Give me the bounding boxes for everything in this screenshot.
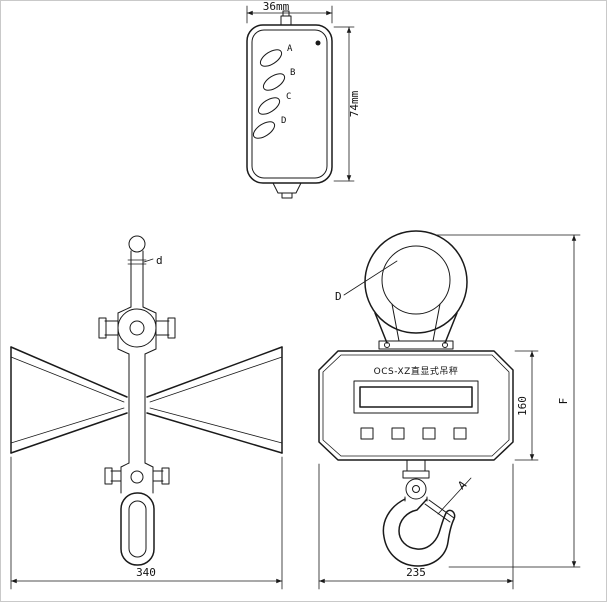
front-body-height-dimension: 160 — [514, 350, 539, 461]
remote-button-b-label: B — [290, 68, 295, 78]
side-suspension-rod — [127, 235, 147, 308]
remote-button-d — [252, 121, 276, 139]
remote-button-c — [257, 97, 281, 115]
front-key-1 — [360, 427, 374, 440]
remote-body-inner-outline — [251, 29, 328, 179]
front-swivel — [402, 459, 430, 500]
remote-buttons: A B C D — [252, 44, 295, 139]
side-hook-link — [120, 492, 155, 566]
side-housing-outline — [10, 346, 283, 454]
remote-button-b — [262, 73, 286, 91]
remote-control-view: 36mm A B C D — [246, 1, 361, 199]
front-body-height-label: 160 — [516, 396, 529, 416]
front-shackle — [364, 230, 468, 344]
front-keypad — [360, 427, 467, 440]
front-width-label: 235 — [406, 566, 426, 579]
remote-width-label: 36mm — [263, 1, 290, 13]
front-width-dimension: 235 — [318, 463, 514, 590]
front-hook — [382, 496, 456, 567]
scale-side-view: d — [10, 235, 283, 590]
front-total-height-label: F — [557, 398, 570, 405]
side-rod-diameter-callout: d — [143, 254, 163, 267]
side-top-clevis — [98, 306, 176, 355]
front-hook-callout: A — [437, 477, 472, 515]
remote-button-a — [259, 49, 283, 67]
scale-front-view: D OCS-XZ直显式吊秤 — [318, 230, 581, 590]
front-key-3 — [422, 427, 436, 440]
remote-height-dimension: 74mm — [333, 26, 361, 182]
front-key-4 — [453, 427, 467, 440]
front-housing: OCS-XZ直显式吊秤 — [318, 350, 514, 461]
front-display-lcd — [359, 386, 473, 408]
side-rod-diameter-label: d — [156, 254, 163, 267]
front-display-frame — [353, 380, 479, 414]
remote-button-a-label: A — [287, 44, 293, 54]
remote-button-d-label: D — [281, 116, 286, 126]
remote-button-c-label: C — [286, 92, 291, 102]
front-shackle-callout: D — [335, 260, 398, 303]
side-center-shaft — [128, 353, 146, 464]
remote-bottom-connector — [272, 182, 302, 199]
side-bottom-clevis — [104, 462, 170, 494]
front-product-name: OCS-XZ直显式吊秤 — [374, 365, 459, 377]
remote-led-indicator — [315, 40, 321, 46]
front-key-2 — [391, 427, 405, 440]
side-width-label: 340 — [136, 566, 156, 579]
front-hook-label: A — [456, 478, 470, 492]
front-mounting-bracket — [378, 340, 454, 350]
front-shackle-label: D — [335, 290, 342, 303]
front-total-height-dimension: F — [436, 234, 581, 568]
remote-height-label: 74mm — [348, 90, 361, 117]
side-width-dimension: 340 — [10, 456, 283, 590]
